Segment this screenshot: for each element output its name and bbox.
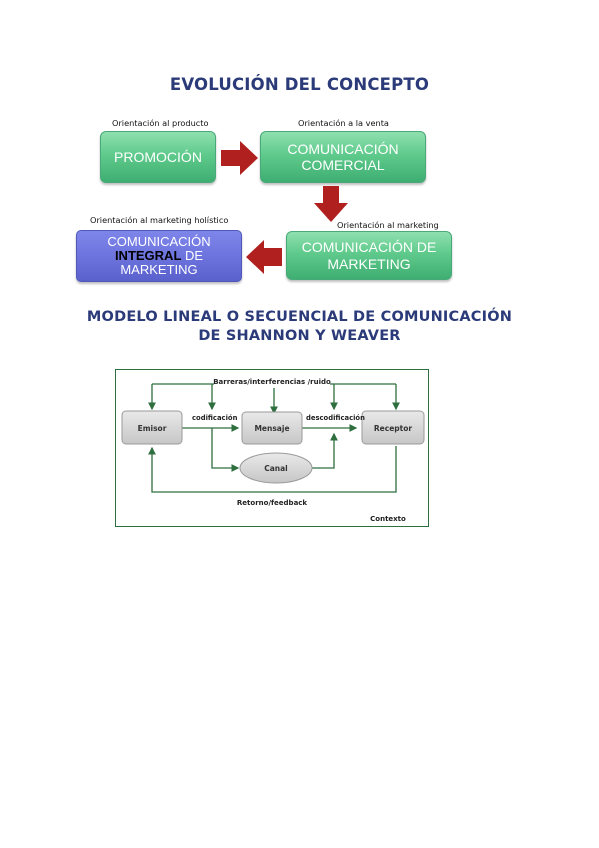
stage-caption-holistic: Orientación al marketing holístico: [90, 215, 229, 225]
comunicacion-integral-line3: MARKETING: [120, 262, 198, 278]
arrow-down: [314, 186, 348, 222]
comunicacion-marketing-box: COMUNICACIÓN DE MARKETING: [286, 231, 452, 280]
comunicacion-marketing-line2: MARKETING: [327, 255, 411, 272]
receptor-label: Receptor: [374, 424, 413, 433]
shannon-weaver-title-line2: DE SHANNON Y WEAVER: [198, 328, 401, 344]
evolution-title: EVOLUCIÓN DEL CONCEPTO: [169, 75, 430, 94]
contexto-label: Contexto: [370, 515, 406, 523]
barrier-lines: [148, 383, 400, 415]
comunicacion-comercial-box: COMUNICACIÓN COMERCIAL: [260, 131, 426, 183]
mensaje-node: [241, 411, 303, 445]
emisor-node: [121, 410, 183, 445]
shannon-weaver-title: MODELO LINEAL O SECUENCIAL DE COMUNICACI…: [0, 308, 599, 346]
descodificacion-label: descodificación: [306, 414, 365, 422]
canal-label: Canal: [264, 464, 288, 473]
comunicacion-integral-line2: INTEGRAL DE: [114, 247, 204, 263]
arrow-right: [221, 141, 258, 175]
communication-diagram-svg: Barreras/interferencias /ruido Emisor Me…: [121, 374, 425, 523]
mensaje-label: Mensaje: [254, 424, 289, 433]
feedback-label: Retorno/feedback: [237, 499, 308, 507]
comunicacion-integral-box: COMUNICACIÓN INTEGRAL DE MARKETING: [76, 230, 242, 282]
stage-caption-sales: Orientación a la venta: [298, 118, 389, 128]
de-word: DE: [181, 247, 204, 263]
receptor-node: [361, 410, 425, 445]
integral-word: INTEGRAL: [114, 247, 182, 263]
flow-lines: [148, 424, 397, 493]
shannon-weaver-title-line1: MODELO LINEAL O SECUENCIAL DE COMUNICACI…: [86, 309, 513, 325]
comunicacion-marketing-line1: COMUNICACIÓN DE: [301, 239, 437, 256]
stage-caption-product: Orientación al producto: [112, 118, 209, 128]
promocion-box: PROMOCIÓN: [100, 131, 216, 183]
barrier-label: Barreras/interferencias /ruido: [213, 378, 331, 386]
comunicacion-comercial-line1: COMUNICACIÓN: [287, 140, 399, 157]
barrier-label-bg: [214, 374, 330, 388]
emisor-label: Emisor: [138, 424, 167, 433]
stage-caption-marketing: Orientación al marketing: [337, 220, 439, 230]
canal-node: [239, 452, 313, 484]
codificacion-label: codificación: [192, 414, 238, 422]
arrow-left: [246, 240, 282, 274]
comunicacion-comercial-line2: COMERCIAL: [301, 157, 385, 173]
promocion-label: PROMOCIÓN: [114, 148, 202, 165]
communication-diagram: Barreras/interferencias /ruido Emisor Me…: [115, 369, 429, 527]
comunicacion-integral-line1: COMUNICACIÓN: [107, 233, 211, 249]
